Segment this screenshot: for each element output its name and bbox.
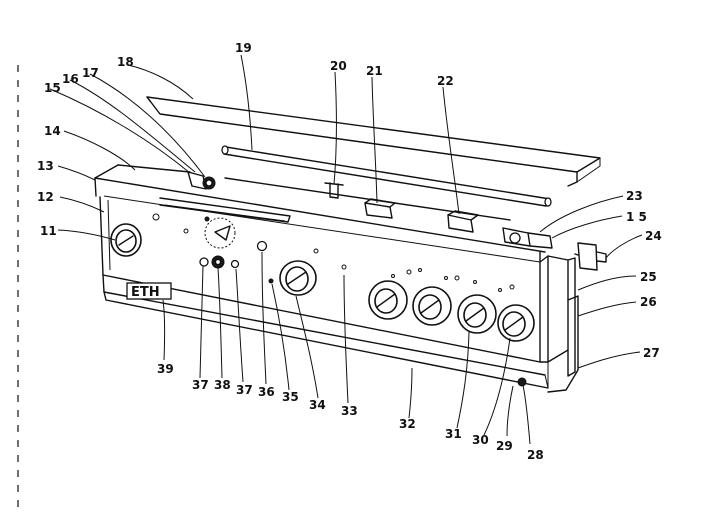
callout-12: 12 — [37, 190, 54, 204]
callout-23: 23 — [626, 189, 643, 203]
callout-38: 38 — [214, 378, 231, 392]
callout-28: 28 — [527, 448, 544, 462]
callout-32: 32 — [399, 417, 416, 431]
callout-18: 18 — [117, 55, 134, 69]
callout-20: 20 — [330, 59, 347, 73]
callout-13: 13 — [37, 159, 54, 173]
fluorescent-tube — [221, 145, 552, 207]
callout-15-right: 1 5 — [626, 210, 647, 224]
callout-27: 27 — [643, 346, 660, 360]
callout-labels: 18 19 20 21 22 15 16 17 14 13 12 11 23 1… — [37, 41, 662, 462]
callout-33: 33 — [341, 404, 358, 418]
callout-26: 26 — [640, 295, 657, 309]
clock-dial — [204, 216, 236, 249]
callout-22: 22 — [437, 74, 454, 88]
callout-37-left: 37 — [192, 378, 209, 392]
callout-11: 11 — [40, 224, 57, 238]
knob-1 — [368, 280, 408, 320]
panel-small-controls — [152, 213, 527, 387]
callout-16: 16 — [62, 72, 79, 86]
brand-badge-text: ETH — [131, 285, 160, 300]
callout-31: 31 — [445, 427, 462, 441]
callout-34: 34 — [309, 398, 326, 412]
knob-30 — [497, 304, 535, 342]
callout-30: 30 — [472, 433, 489, 447]
leader-lines — [49, 54, 643, 445]
top-components — [187, 171, 607, 271]
callout-19: 19 — [235, 41, 252, 55]
callout-39: 39 — [157, 362, 174, 376]
callout-17: 17 — [82, 66, 99, 80]
callout-21: 21 — [366, 64, 383, 78]
knob-31 — [457, 294, 497, 334]
callout-37-right: 37 — [236, 383, 253, 397]
knob-2 — [412, 286, 452, 326]
callout-15-left: 15 — [44, 81, 61, 95]
clock-window — [159, 197, 291, 223]
callout-29: 29 — [496, 439, 513, 453]
callout-24: 24 — [645, 229, 662, 243]
brand-badge: ETH — [126, 282, 172, 300]
callout-14: 14 — [44, 124, 61, 138]
callout-35: 35 — [282, 390, 299, 404]
callout-36: 36 — [258, 385, 275, 399]
knob-11 — [110, 223, 142, 257]
callout-25: 25 — [640, 270, 657, 284]
knob-34 — [279, 260, 317, 296]
